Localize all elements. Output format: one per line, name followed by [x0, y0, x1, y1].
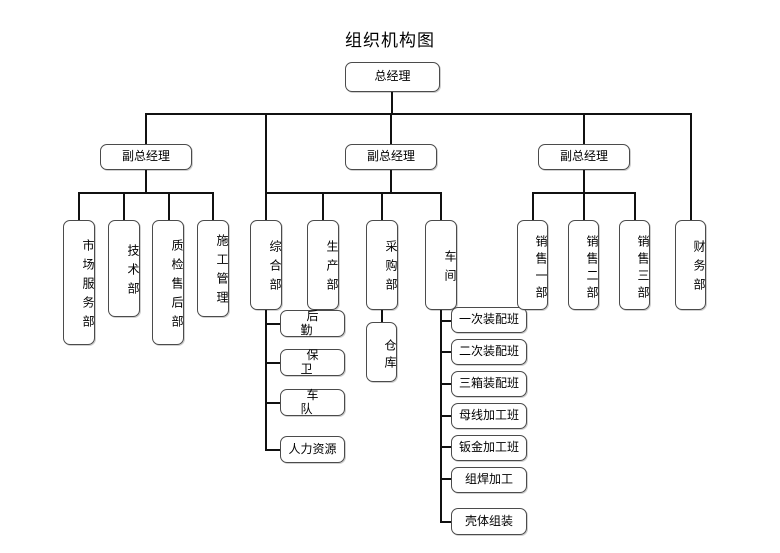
- connector-middle-dept-4: [440, 192, 442, 220]
- connector-ws-sub-5: [440, 446, 452, 448]
- node-shell-assembly[interactable]: 壳体组装: [451, 508, 527, 535]
- node-human-resources[interactable]: 人力资源: [280, 436, 345, 463]
- connector-left-dept-3: [168, 192, 170, 220]
- node-technology-dept[interactable]: 技术部: [108, 220, 140, 317]
- node-sales-dept-1[interactable]: 销售一部: [517, 220, 548, 310]
- connector-ws-sub-6: [440, 478, 452, 480]
- connector-purchasing-warehouse: [381, 310, 383, 322]
- node-purchasing-dept[interactable]: 采购部: [366, 220, 398, 310]
- node-security[interactable]: 保 卫: [280, 348, 345, 376]
- connector-ws-sub-3: [440, 383, 452, 385]
- connector-drop-middle-vp: [390, 113, 392, 144]
- node-quality-aftersales-dept[interactable]: 质检售后部: [152, 220, 184, 345]
- connector-drop-middle-spine: [265, 113, 267, 192]
- connector-drop-right-vp: [583, 113, 585, 144]
- node-general-manager[interactable]: 总经理: [345, 62, 440, 92]
- node-vehicle-team[interactable]: 车 队: [280, 388, 345, 416]
- connector-right-dept-2: [583, 192, 585, 220]
- node-construction-management[interactable]: 施工管理: [197, 220, 229, 317]
- connector-general-affairs-spine: [265, 310, 267, 450]
- connector-left-dept-2: [123, 192, 125, 220]
- connector-ws-sub-2: [440, 351, 452, 353]
- connector-middle-bus: [265, 192, 441, 194]
- connector-left-dept-1: [78, 192, 80, 220]
- connector-middle-dept-1: [265, 192, 267, 220]
- node-deputy-manager-2[interactable]: 副总经理: [345, 144, 437, 170]
- connector-ga-sub-4: [265, 449, 281, 451]
- connector-right-dept-1: [532, 192, 534, 220]
- connector-ga-sub-2: [265, 362, 281, 364]
- node-busbar-processing[interactable]: 母线加工班: [451, 403, 527, 429]
- connector-middle-vp-stem: [390, 170, 392, 192]
- node-general-affairs-dept[interactable]: 综合部: [250, 220, 282, 310]
- connector-drop-left-vp: [145, 113, 147, 144]
- connector-drop-finance: [690, 113, 692, 220]
- node-market-service-dept[interactable]: 市场服务部: [63, 220, 95, 345]
- node-deputy-manager-1[interactable]: 副总经理: [100, 144, 192, 170]
- connector-left-dept-4: [212, 192, 214, 220]
- connector-middle-dept-3: [381, 192, 383, 220]
- node-assembly-line-1[interactable]: 一次装配班: [451, 307, 527, 333]
- connector-right-vp-stem: [583, 170, 585, 192]
- connector-right-dept-3: [634, 192, 636, 220]
- node-assembly-line-3[interactable]: 三箱装配班: [451, 371, 527, 397]
- connector-main-bus: [145, 113, 691, 115]
- node-assembly-line-2[interactable]: 二次装配班: [451, 339, 527, 365]
- node-production-dept[interactable]: 生产部: [307, 220, 339, 310]
- node-deputy-manager-3[interactable]: 副总经理: [538, 144, 630, 170]
- node-sheetmetal-processing[interactable]: 钣金加工班: [451, 435, 527, 461]
- connector-ws-sub-4: [440, 415, 452, 417]
- connector-middle-dept-2: [322, 192, 324, 220]
- node-welding-processing[interactable]: 组焊加工: [451, 467, 527, 493]
- node-sales-dept-3[interactable]: 销售三部: [619, 220, 650, 310]
- node-workshop[interactable]: 车间: [425, 220, 457, 310]
- node-warehouse[interactable]: 仓库: [366, 322, 397, 382]
- connector-left-vp-stem: [145, 170, 147, 192]
- node-finance-dept[interactable]: 财务部: [675, 220, 706, 310]
- connector-left-bus: [78, 192, 214, 194]
- connector-ga-sub-1: [265, 323, 281, 325]
- connector-ws-sub-7: [440, 521, 452, 523]
- connector-ws-sub-1: [440, 320, 452, 322]
- node-logistics[interactable]: 后 勤: [280, 309, 345, 337]
- connector-root-stem: [391, 92, 393, 114]
- node-sales-dept-2[interactable]: 销售二部: [568, 220, 599, 310]
- connector-ga-sub-3: [265, 402, 281, 404]
- page-title: 组织机构图: [345, 31, 435, 50]
